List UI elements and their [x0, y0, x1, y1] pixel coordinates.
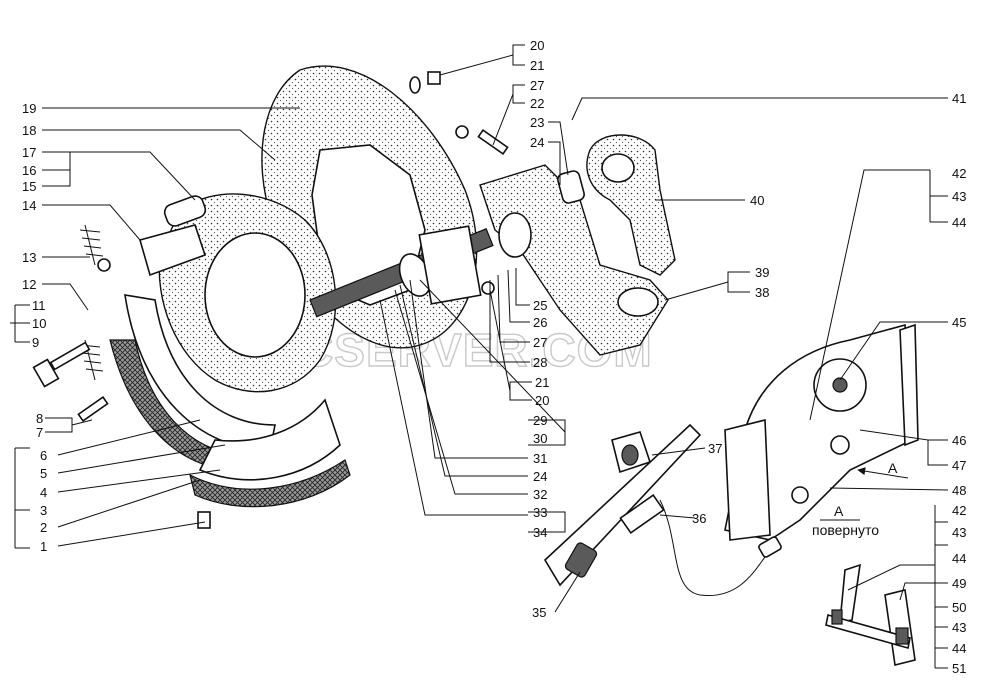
callout-7: 7: [36, 425, 43, 440]
callout-12: 12: [22, 277, 36, 292]
callout-39: 39: [755, 265, 769, 280]
callout-6: 6: [40, 448, 47, 463]
callout-18: 18: [22, 123, 36, 138]
automatic-adjuster: [724, 323, 919, 541]
callout-20: 20: [530, 38, 544, 53]
callout-3: 3: [40, 503, 47, 518]
callout-45: 45: [952, 315, 966, 330]
brake-shoes: [109, 294, 351, 508]
callout-42: 42: [952, 166, 966, 181]
slack-adjuster: [557, 134, 676, 276]
callout-24: 24: [530, 135, 544, 150]
callout-44-view: 44: [952, 551, 966, 566]
callout-32: 32: [533, 487, 547, 502]
callout-15: 15: [22, 179, 36, 194]
callout-2: 2: [40, 520, 47, 535]
callout-21: 21: [530, 58, 544, 73]
callout-43-view: 43: [952, 525, 966, 540]
fasteners: [32, 71, 509, 529]
anchor-bracket: [139, 193, 337, 393]
callout-13: 13: [22, 250, 36, 265]
camshaft: [309, 225, 494, 318]
callout-31: 31: [533, 451, 547, 466]
view-a-sketch: [825, 563, 916, 666]
callout-23: 23: [530, 115, 544, 130]
callout-26: 26: [533, 315, 547, 330]
callout-labels: 20 21 27 22 23 24 41 40 39 38 42 43 44 4…: [22, 38, 966, 676]
view-caption: повернуто: [812, 522, 879, 538]
callout-20-lower: 20: [535, 393, 549, 408]
callout-27: 27: [530, 78, 544, 93]
callout-8: 8: [36, 411, 43, 426]
callout-38: 38: [755, 285, 769, 300]
callout-9: 9: [32, 335, 39, 350]
callout-43: 43: [952, 189, 966, 204]
callout-50: 50: [952, 600, 966, 615]
callout-4: 4: [40, 485, 47, 500]
callout-51: 51: [952, 661, 966, 676]
camshaft-bracket: [479, 164, 669, 356]
callout-25: 25: [533, 298, 547, 313]
leader-lines: [10, 44, 949, 669]
callout-1: 1: [40, 539, 47, 554]
callout-44-view-lower: 44: [952, 641, 966, 656]
callout-28: 28: [533, 355, 547, 370]
callout-24-lower: 24: [533, 469, 547, 484]
callout-16: 16: [22, 163, 36, 178]
callout-21-lower: 21: [535, 375, 549, 390]
callout-10: 10: [32, 316, 46, 331]
callout-29: 29: [533, 413, 547, 428]
callout-41: 41: [952, 91, 966, 106]
callout-19: 19: [22, 101, 36, 116]
callout-47: 47: [952, 458, 966, 473]
callout-33: 33: [533, 505, 547, 520]
callout-22: 22: [530, 96, 544, 111]
callout-40: 40: [750, 193, 764, 208]
callout-36: 36: [692, 511, 706, 526]
callout-17: 17: [22, 145, 36, 160]
callout-49: 49: [952, 576, 966, 591]
callout-42-view: 42: [952, 503, 966, 518]
callout-11: 11: [32, 298, 46, 313]
callout-37: 37: [708, 441, 722, 456]
view-arrow-letter: А: [888, 460, 898, 476]
view-letter: А: [834, 503, 844, 519]
callout-14: 14: [22, 198, 36, 213]
callout-43-view-lower: 43: [952, 620, 966, 635]
callout-35: 35: [532, 605, 546, 620]
callout-5: 5: [40, 466, 47, 481]
callout-27-lower: 27: [533, 335, 547, 350]
callout-30: 30: [533, 431, 547, 446]
callout-34: 34: [533, 525, 547, 540]
sensor-assembly: [543, 423, 782, 596]
callout-48: 48: [952, 483, 966, 498]
callout-46: 46: [952, 433, 966, 448]
callout-44: 44: [952, 215, 966, 230]
